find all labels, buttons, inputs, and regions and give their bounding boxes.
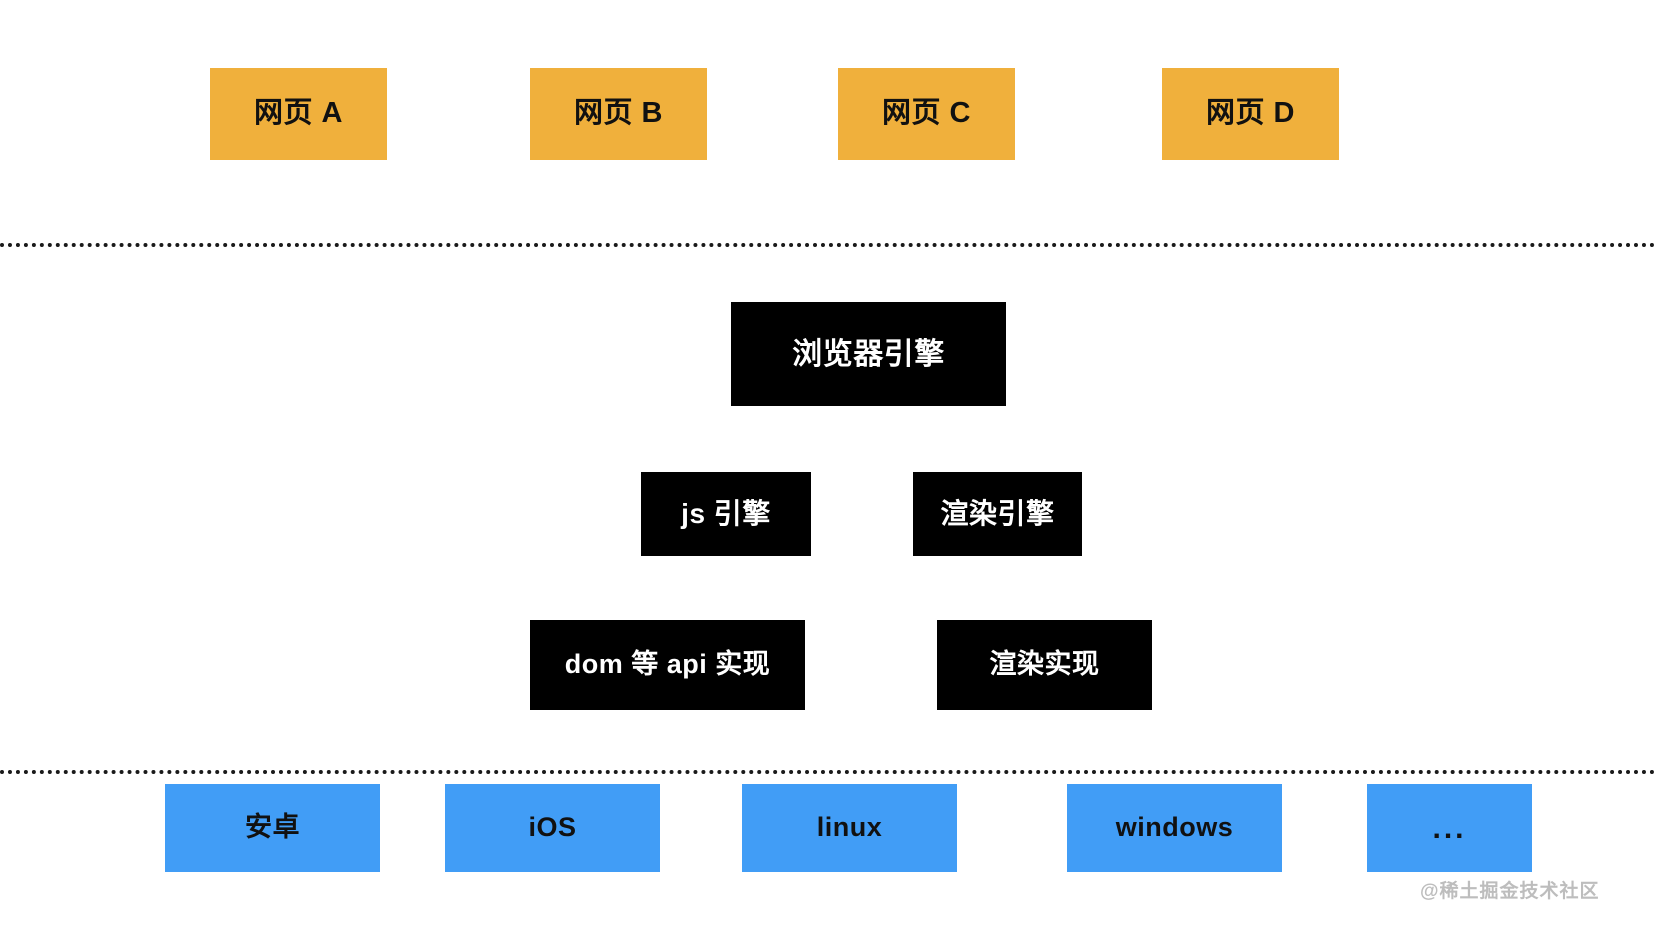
web-page-box-网页-a: 网页 A: [210, 68, 387, 160]
web-page-box-网页-d: 网页 D: [1162, 68, 1339, 160]
os-box-安卓: 安卓: [165, 784, 380, 872]
engine-box-dom-等-api-实现: dom 等 api 实现: [530, 620, 805, 710]
engine-box-浏览器引擎: 浏览器引擎: [731, 302, 1006, 406]
os-box-linux: linux: [742, 784, 957, 872]
web-page-box-网页-c: 网页 C: [838, 68, 1015, 160]
engine-box-渲染引擎: 渲染引擎: [913, 472, 1082, 556]
watermark: @稀土掘金技术社区: [1420, 881, 1600, 902]
pages-engine-divider: [0, 243, 1656, 247]
engine-os-divider: [0, 770, 1656, 774]
os-box-ios: iOS: [445, 784, 660, 872]
web-page-box-网页-b: 网页 B: [530, 68, 707, 160]
engine-box-渲染实现: 渲染实现: [937, 620, 1152, 710]
engine-box-js-引擎: js 引擎: [641, 472, 811, 556]
os-box-windows: windows: [1067, 784, 1282, 872]
os-box-...: ...: [1367, 784, 1532, 872]
